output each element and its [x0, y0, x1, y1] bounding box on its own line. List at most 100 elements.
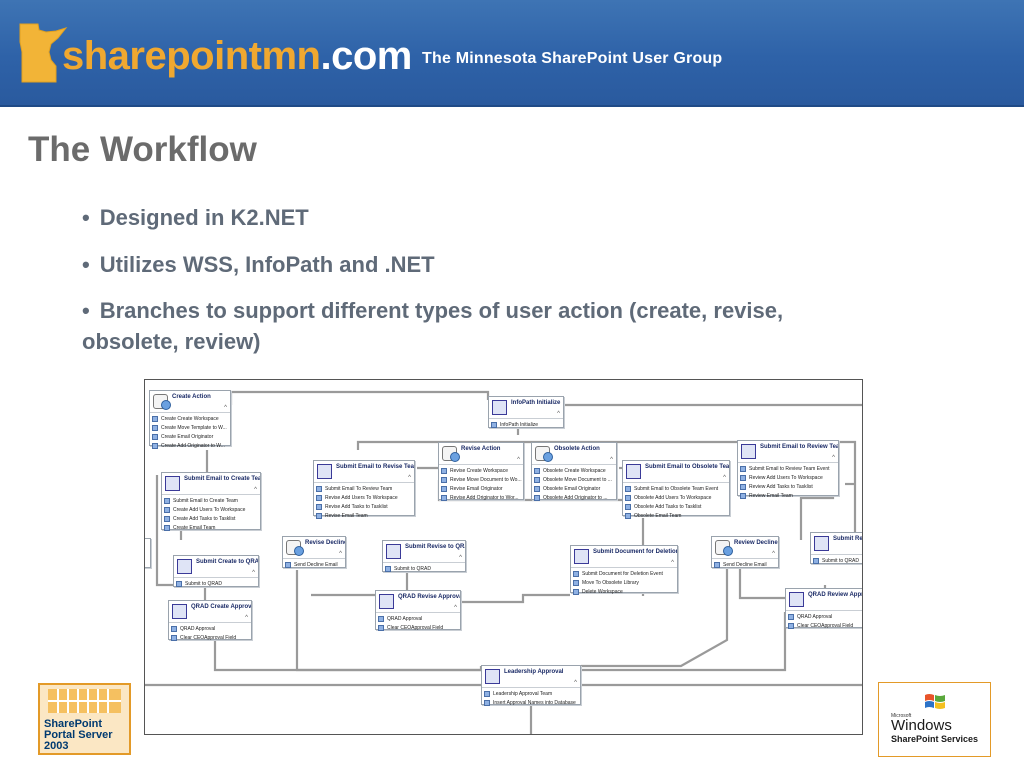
event-icon	[534, 476, 540, 483]
event-icon	[378, 615, 384, 622]
collapse-chevron-icon[interactable]: ^	[832, 455, 835, 461]
node-title: Obsolete Action	[554, 446, 600, 452]
event-icon	[491, 421, 497, 428]
workflow-node-submit-revise-qrad[interactable]: Submit Revise to QRAD ^ Submit to QRAD	[382, 540, 466, 572]
collapse-chevron-icon[interactable]: ^	[254, 487, 257, 493]
event-icon	[152, 442, 158, 449]
workflow-node-qrad-review-approval[interactable]: QRAD Review Approv... QRAD Approval Clea…	[785, 588, 863, 629]
node-title: Create Action	[172, 394, 211, 400]
collapse-chevron-icon[interactable]: ^	[517, 457, 520, 463]
node-event: Revise Add Users To Workspace	[316, 493, 414, 502]
node-event: Create Add Users To Workspace	[164, 505, 260, 514]
node-event: Submit to QRAD	[813, 556, 862, 565]
collapse-chevron-icon[interactable]: ^	[459, 555, 462, 561]
bullet-item: •Utilizes WSS, InfoPath and .NET	[82, 249, 435, 280]
event-icon	[171, 634, 177, 641]
node-title: Submit Document for Deletion	[593, 549, 677, 555]
event-icon	[740, 474, 746, 481]
node-event: Review Add Users To Workspace	[740, 473, 838, 482]
node-event: Obsolete Email Team	[625, 511, 729, 520]
event-icon	[316, 494, 322, 501]
bullet-item: •Branches to support different types of …	[82, 295, 842, 357]
node-event: Revise Add Tasks to Tasklist	[316, 502, 414, 511]
event-icon	[625, 512, 631, 519]
event-icon	[534, 485, 540, 492]
event-icon	[813, 557, 819, 564]
workflow-node-submit-email-obsolete-team[interactable]: Submit Email to Obsolete Team^ Submit Em…	[622, 460, 730, 519]
workflow-node-submit-email-create-team[interactable]: Submit Email to Create Team^ Submit Emai…	[161, 472, 261, 531]
node-title: Revise Decline	[305, 540, 345, 546]
user-action-icon	[715, 540, 733, 556]
node-event: Revise Create Workspace	[441, 466, 523, 475]
node-event: Create Add Tasks to Tasklist	[164, 514, 260, 523]
event-icon	[625, 503, 631, 510]
event-icon	[316, 485, 322, 492]
workflow-node-revise-decline[interactable]: Revise Decline^ Send Decline Email	[282, 536, 346, 568]
workflow-node-submit-email-review-team[interactable]: Submit Email to Review Team^ Submit Emai…	[737, 440, 839, 499]
node-title: Submit Revise to QRAD	[405, 544, 465, 550]
collapse-chevron-icon[interactable]: ^	[671, 560, 674, 566]
event-icon	[285, 561, 291, 568]
node-title: QRAD Review Approv...	[808, 592, 863, 598]
node-title: Submit Email to Revise Team	[336, 464, 414, 470]
collapse-chevron-icon[interactable]: ^	[245, 615, 248, 621]
node-title: Submit Email to Create Team	[184, 476, 260, 482]
event-box-icon	[172, 604, 187, 619]
workflow-node-submit-create-qrad[interactable]: Submit Create to QRAD^ Submit to QRAD	[173, 555, 259, 587]
event-icon	[176, 580, 182, 587]
node-event: Create Email Originator	[152, 432, 230, 441]
collapse-chevron-icon[interactable]: ^	[772, 551, 775, 557]
workflow-node-leadership-approval[interactable]: Leadership Approval^ Leadership Approval…	[481, 665, 581, 706]
event-icon	[164, 515, 170, 522]
node-title: Submit Email to Obsolete Team	[645, 464, 729, 470]
workflow-node-revise-action[interactable]: Revise Action^ Revise Create Workspace R…	[438, 442, 524, 501]
collapse-chevron-icon[interactable]: ^	[723, 475, 726, 481]
workflow-node-infopath-initialize[interactable]: InfoPath Initialize^ InfoPath Initialize	[488, 396, 564, 428]
workflow-node-create-action[interactable]: Create Action^ Create Create Workspace C…	[149, 390, 231, 449]
collapse-chevron-icon[interactable]: ^	[454, 605, 457, 611]
node-event: InfoPath Initialize	[491, 420, 563, 429]
workflow-node-obsolete-action[interactable]: Obsolete Action ^ Obsolete Create Workspa…	[531, 442, 617, 501]
node-title: QRAD Create Approval	[191, 604, 251, 610]
node-event: Clear CEOApproval Field	[171, 633, 251, 642]
event-icon	[534, 467, 540, 474]
event-icon	[573, 579, 579, 586]
node-event: Send Decline Email	[714, 560, 778, 569]
event-icon	[740, 483, 746, 490]
windows-flag-icon	[925, 694, 945, 709]
portal-grid-icon	[48, 689, 121, 713]
workflow-node-qrad-create-approval[interactable]: QRAD Create Approval^ QRAD Approval Clea…	[168, 600, 252, 642]
bullet-text: Branches to support different types of u…	[82, 298, 784, 354]
event-icon	[316, 512, 322, 519]
site-tagline: The Minnesota SharePoint User Group	[422, 50, 723, 67]
collapse-chevron-icon[interactable]: ^	[224, 405, 227, 411]
sharepoint-services-label: SharePoint Services	[891, 734, 979, 744]
node-event: Obsolete Create Workspace	[534, 466, 616, 475]
workflow-node-review-decline[interactable]: Review Decline^ Send Decline Email	[711, 536, 779, 568]
node-event: Submit Email To Review Team	[316, 484, 414, 493]
event-box-icon	[492, 400, 507, 415]
node-title: Submit Email to Review Team	[760, 444, 838, 450]
user-action-icon	[153, 394, 171, 410]
collapse-chevron-icon[interactable]: ^	[557, 411, 560, 417]
event-icon	[152, 424, 158, 431]
user-action-icon	[442, 446, 460, 462]
workflow-node-submit-document-deletion[interactable]: Submit Document for Deletion^ Submit Doc…	[570, 545, 678, 595]
collapse-chevron-icon[interactable]: ^	[610, 457, 613, 463]
event-icon	[788, 622, 794, 629]
workflow-node-qrad-revise-approval[interactable]: QRAD Revise Approval^ QRAD Approval Clea…	[375, 590, 461, 632]
node-event: Clear CEOApproval Field	[378, 623, 460, 632]
bullet-dot: •	[82, 205, 90, 230]
node-event: Review Email Team	[740, 491, 838, 500]
workflow-node-submit-review[interactable]: Submit Revie Submit to QRAD	[810, 532, 862, 565]
slide-title: The Workflow	[28, 130, 257, 169]
node-event: Submit to QRAD	[385, 564, 465, 573]
event-icon	[385, 565, 391, 572]
collapse-chevron-icon[interactable]: ^	[339, 551, 342, 557]
collapse-chevron-icon[interactable]: ^	[408, 475, 411, 481]
collapse-chevron-icon[interactable]: ^	[252, 570, 255, 576]
collapse-chevron-icon[interactable]: ^	[574, 680, 577, 686]
workflow-node-submit-email-revise-team[interactable]: Submit Email to Revise Team ^ Submit Emai…	[313, 460, 415, 519]
workflow-node-partial[interactable]	[145, 538, 151, 568]
